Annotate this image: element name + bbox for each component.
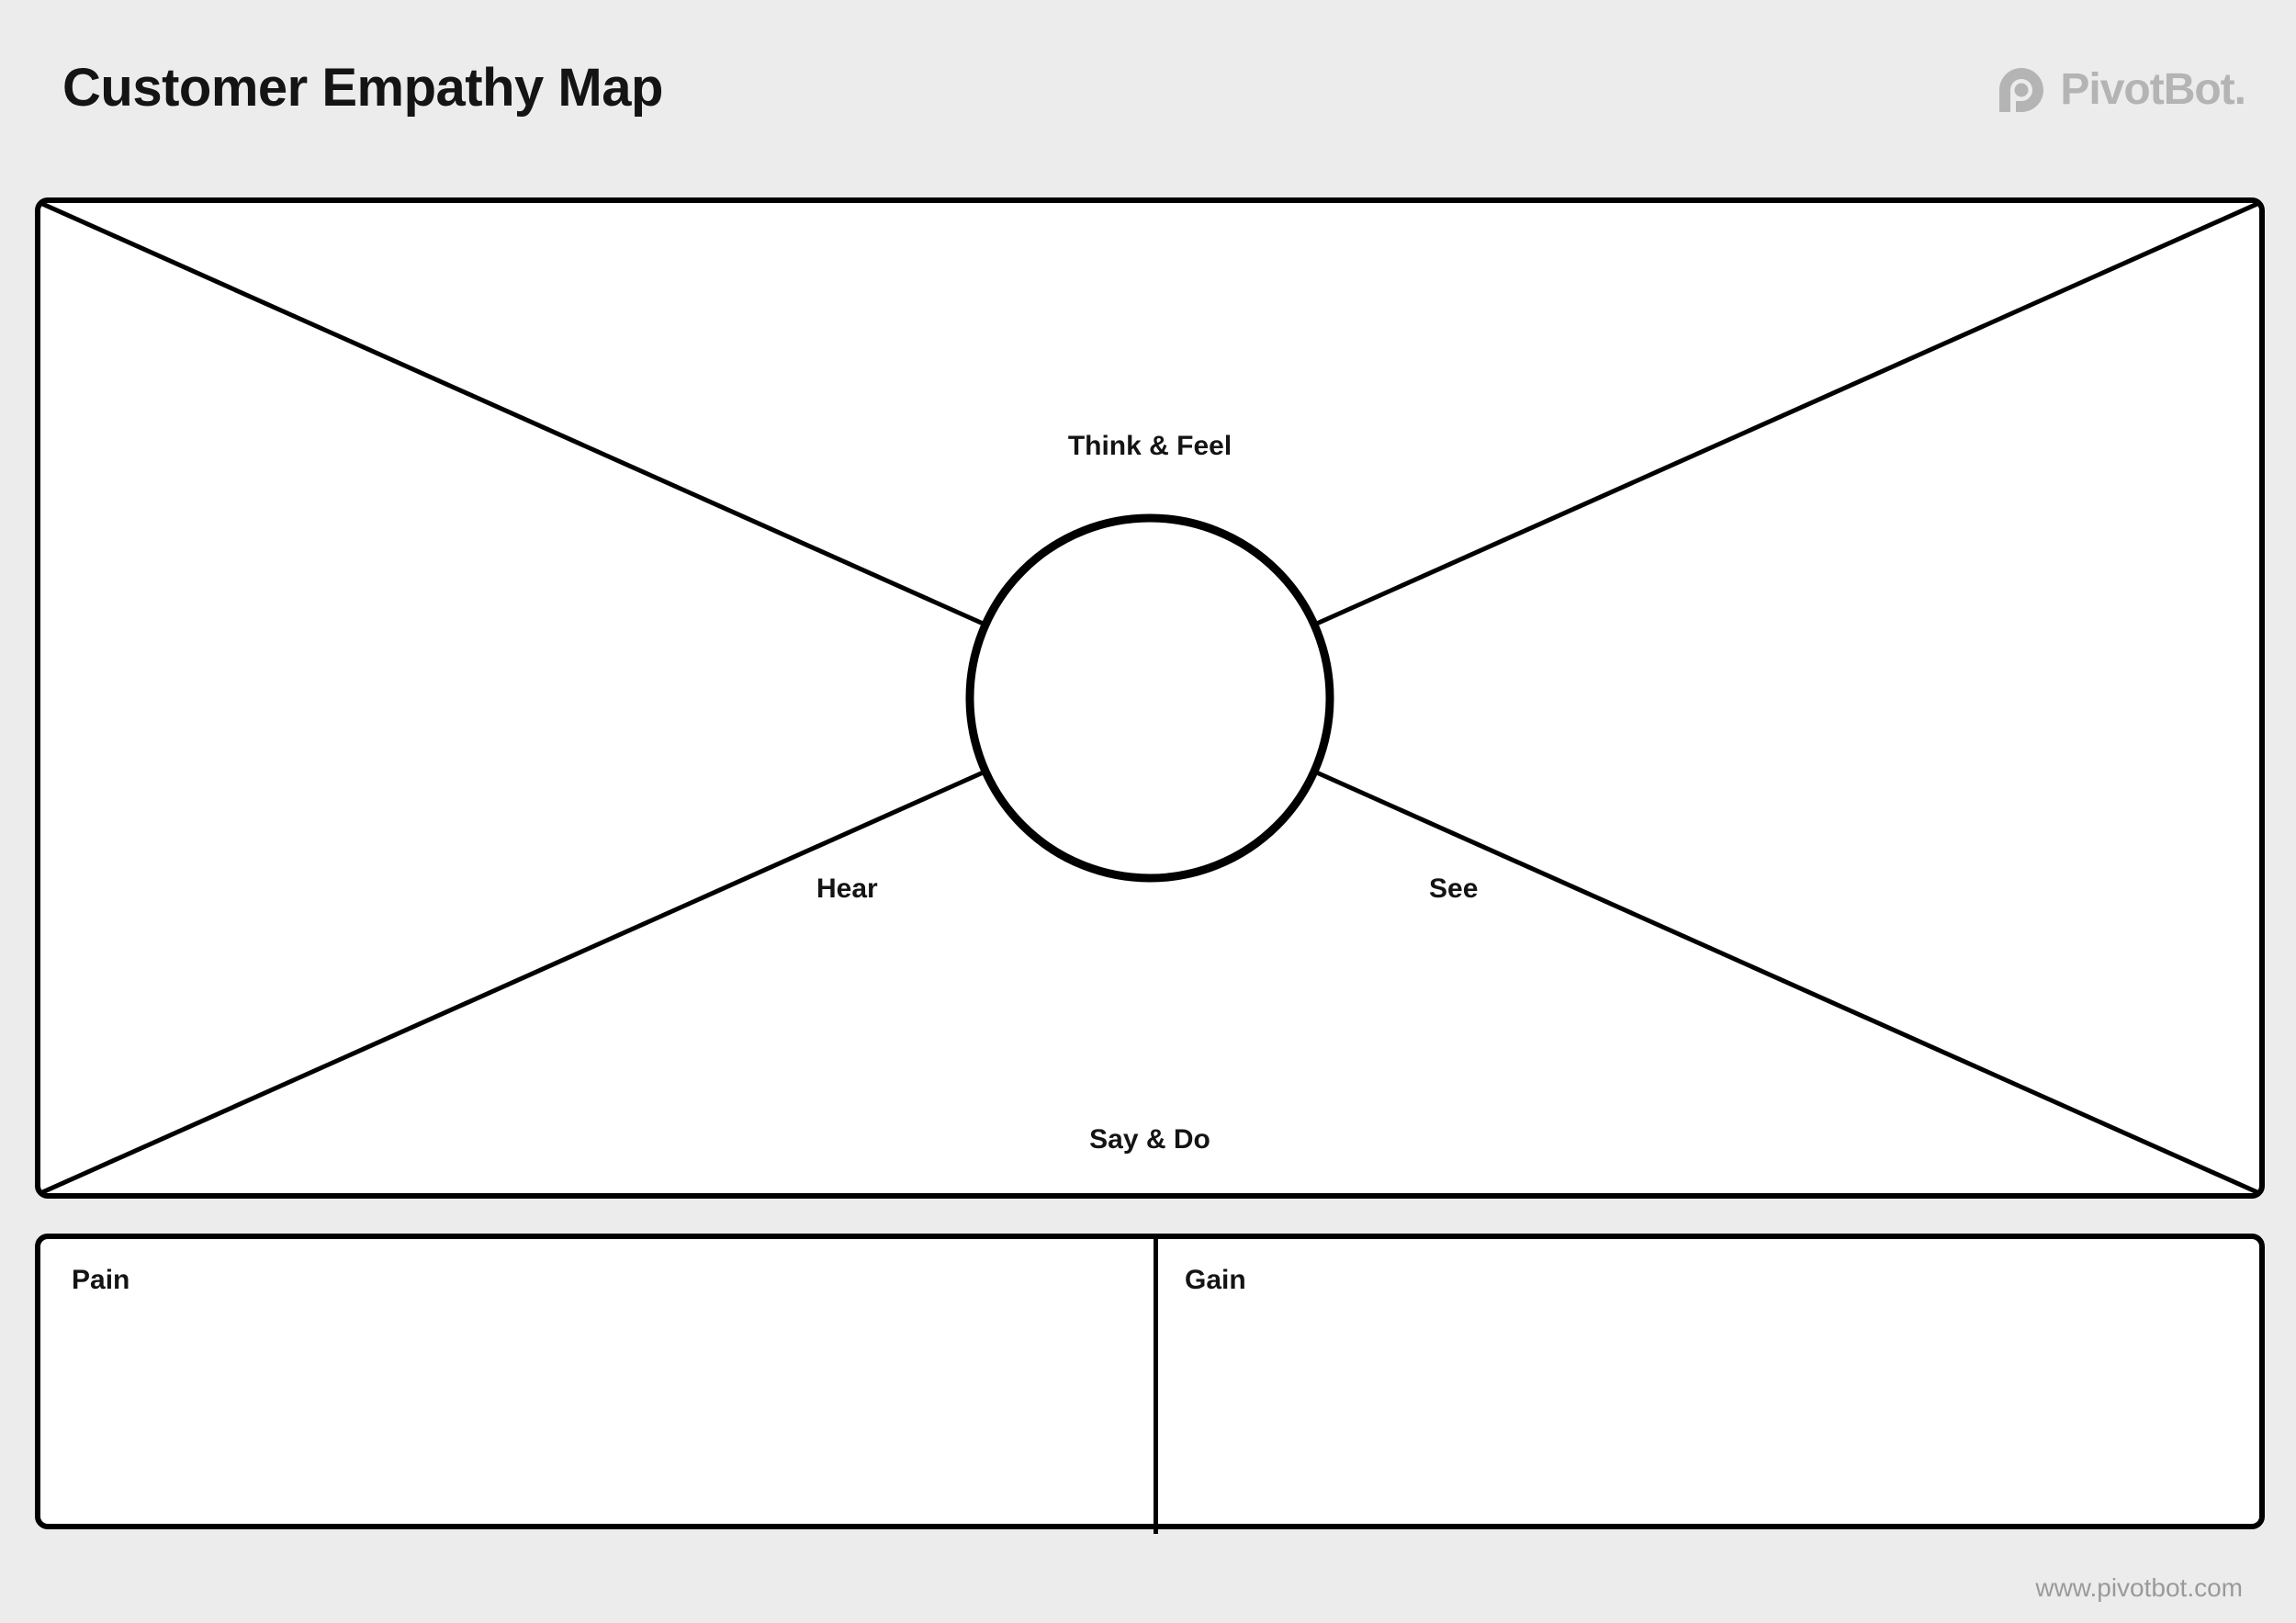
empathy-center-circle: [970, 518, 1330, 878]
gain-section-label: Gain: [1185, 1265, 1246, 1295]
empathy-map-panel[interactable]: Think & Feel See Say & Do Hear: [35, 197, 2265, 1199]
brand-logo: PivotBot.: [1998, 65, 2246, 114]
pain-section-label: Pain: [72, 1265, 130, 1295]
quadrant-label-think-feel: Think & Feel: [1067, 431, 1232, 461]
empathy-map-diagram: [40, 203, 2259, 1193]
quadrant-label-see: See: [1429, 873, 1479, 904]
quadrant-label-say-do: Say & Do: [1089, 1124, 1210, 1155]
gain-section[interactable]: Gain: [1154, 1239, 2259, 1524]
quadrant-label-hear: Hear: [816, 873, 878, 904]
pain-gain-panel[interactable]: Pain Gain: [35, 1234, 2265, 1534]
page-header: Customer Empathy Map PivotBot.: [0, 0, 2296, 197]
pain-gain-divider: [1154, 1234, 1158, 1534]
page-title: Customer Empathy Map: [62, 58, 663, 118]
brand-name: PivotBot.: [2060, 65, 2246, 114]
pain-section[interactable]: Pain: [40, 1239, 1154, 1524]
pivotbot-p-logo-icon: [1998, 66, 2045, 114]
footer-website-url: www.pivotbot.com: [2035, 1573, 2243, 1602]
